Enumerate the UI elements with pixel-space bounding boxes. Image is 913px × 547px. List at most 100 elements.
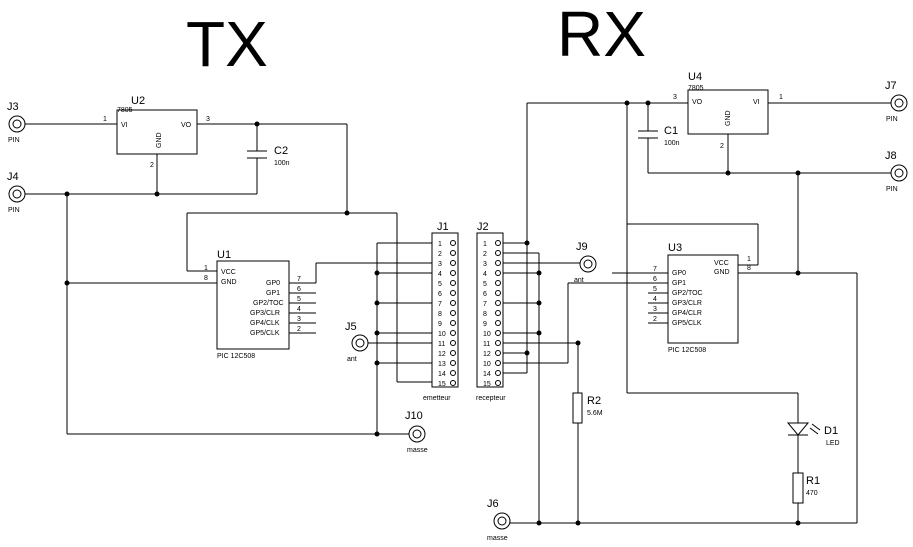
header-j2-pin-label: 11 [483, 341, 490, 348]
led-d1: D1 LED [786, 422, 840, 447]
connector-j9-ring [579, 255, 597, 273]
header-j1-pin-hole [450, 300, 456, 306]
capacitor-c2-value: 100n [274, 160, 290, 167]
header-j2-pin-label: 15 [483, 381, 491, 388]
header-j1-pin-hole [450, 320, 456, 326]
ic-u3-pin6: 6 [653, 276, 657, 283]
header-j1-ref: J1 [437, 221, 449, 233]
header-j1-pin-hole [450, 350, 456, 356]
ic-u3-gp5: GP5/CLK [672, 320, 702, 327]
connector-j7-center [894, 98, 904, 108]
ic-u3-pin7: 7 [653, 266, 657, 273]
header-j2-pin-hole [495, 290, 501, 296]
header-j1-pin-label: 11 [438, 341, 445, 348]
capacitor-c1-ref: C1 [664, 125, 678, 137]
header-j2-pin-label: 10 [483, 361, 491, 368]
ic-u3-gp2: GP2/TOC [672, 290, 703, 297]
ic-u1: U1 PIC 12C508 VCC GND 1 8 GP0 GP1 GP2/TO… [204, 249, 316, 360]
regulator-u2-pin3: 3 [206, 116, 210, 123]
ic-u3-gp4: GP4/CLR [672, 310, 702, 317]
ic-u1-ref: U1 [217, 249, 231, 261]
ic-u3-gnd: GND [714, 269, 730, 276]
ic-u3-pin-stubs [648, 292, 668, 324]
regulator-u4-vi: VI [753, 99, 760, 106]
resistor-r1-value: 470 [806, 490, 818, 497]
header-j2-body [476, 232, 504, 388]
header-j2-pin-label: 12 [483, 351, 491, 358]
connector-j3-ring [8, 115, 26, 133]
header-j1-pin-hole [450, 370, 456, 376]
regulator-u2-vi: VI [121, 122, 128, 129]
connector-j3-label: PIN [8, 137, 20, 144]
ic-u1-pin1: 1 [204, 265, 208, 272]
regulator-u4-pin3: 3 [673, 94, 677, 101]
header-j1-pin-hole [450, 290, 456, 296]
connector-j8-center [894, 168, 904, 178]
ic-u1-gp4: GP4/CLK [250, 320, 280, 327]
resistor-r2-body [572, 392, 583, 424]
header-j1-pin-label: 4 [438, 271, 442, 278]
connector-j10-center [412, 429, 422, 439]
capacitor-c1: C1 100n [638, 125, 680, 147]
ic-u3-body [667, 254, 739, 344]
ic-u3-part: PIC 12C508 [668, 347, 706, 354]
header-j2-pin-hole [495, 330, 501, 336]
tx-junctions [64, 121, 380, 437]
header-j1-pin-label: 3 [438, 261, 442, 268]
connector-j7: J7 PIN [885, 80, 908, 123]
header-j1-pin-label: 9 [438, 321, 442, 328]
connector-j9-center [583, 259, 593, 269]
regulator-u2-ref: U2 [131, 95, 145, 107]
ic-u1-vcc: VCC [221, 269, 236, 276]
connector-j10-ref: J10 [405, 410, 423, 422]
header-j1-pin-hole [450, 270, 456, 276]
resistor-r1: R1 470 [792, 472, 820, 504]
ic-u1-gp5: GP5/CLK [250, 330, 280, 337]
resistor-r1-ref: R1 [806, 475, 820, 487]
ic-u1-gp2: GP2/TOC [253, 300, 284, 307]
led-d1-ray-1 [809, 427, 819, 435]
connector-j7-label: PIN [886, 116, 898, 123]
resistor-r2: R2 5.6M [572, 392, 603, 424]
header-j2-pin-label: 9 [483, 321, 487, 328]
header-j2-pin-label: 10 [483, 331, 491, 338]
ic-u1-gp3: GP3/CLR [250, 310, 280, 317]
led-d1-ray-2 [811, 423, 821, 431]
connector-j5-ref: J5 [345, 321, 357, 333]
tx-section: J3 PIN J4 PIN U2 7805 VI VO GND 1 3 2 C2 [7, 95, 459, 454]
ic-u3-gp3: GP3/CLR [672, 300, 702, 307]
regulator-u4-gnd: GND [725, 110, 732, 126]
header-j2-pin-hole [495, 340, 501, 346]
header-j1-pin-label: 14 [438, 371, 446, 378]
header-j1-pin-hole [450, 330, 456, 336]
header-j2-pin-label: 7 [483, 301, 487, 308]
connector-j5-ring [351, 334, 369, 352]
header-j1-pin-label: 7 [438, 301, 442, 308]
ic-u3-pin4: 4 [653, 296, 657, 303]
connector-j9-ref: J9 [576, 241, 588, 253]
ic-u1-pin6: 6 [297, 286, 301, 293]
connector-j6-label: masse [487, 535, 508, 542]
resistor-r1-body [792, 472, 804, 504]
ic-u1-body [216, 260, 290, 350]
regulator-u4-vo: VO [692, 99, 703, 106]
header-j2-pin-label: 1 [483, 241, 487, 248]
header-j1-pin-label: 2 [438, 251, 442, 258]
header-j2-ref: J2 [477, 221, 489, 233]
connector-j5-label: ant [347, 356, 357, 363]
header-j2-pin-hole [495, 370, 501, 376]
regulator-u2-pin1: 1 [103, 116, 107, 123]
header-j2-pin-hole [495, 350, 501, 356]
header-j1-pin-label: 15 [438, 381, 446, 388]
ic-u1-gp0: GP0 [266, 280, 280, 287]
ic-u3-pin2: 2 [653, 316, 657, 323]
ic-u1-pin2: 2 [297, 326, 301, 333]
header-j2-pin-label: 2 [483, 251, 487, 258]
connector-j6-ring [493, 512, 511, 530]
header-j1-body [431, 232, 459, 388]
